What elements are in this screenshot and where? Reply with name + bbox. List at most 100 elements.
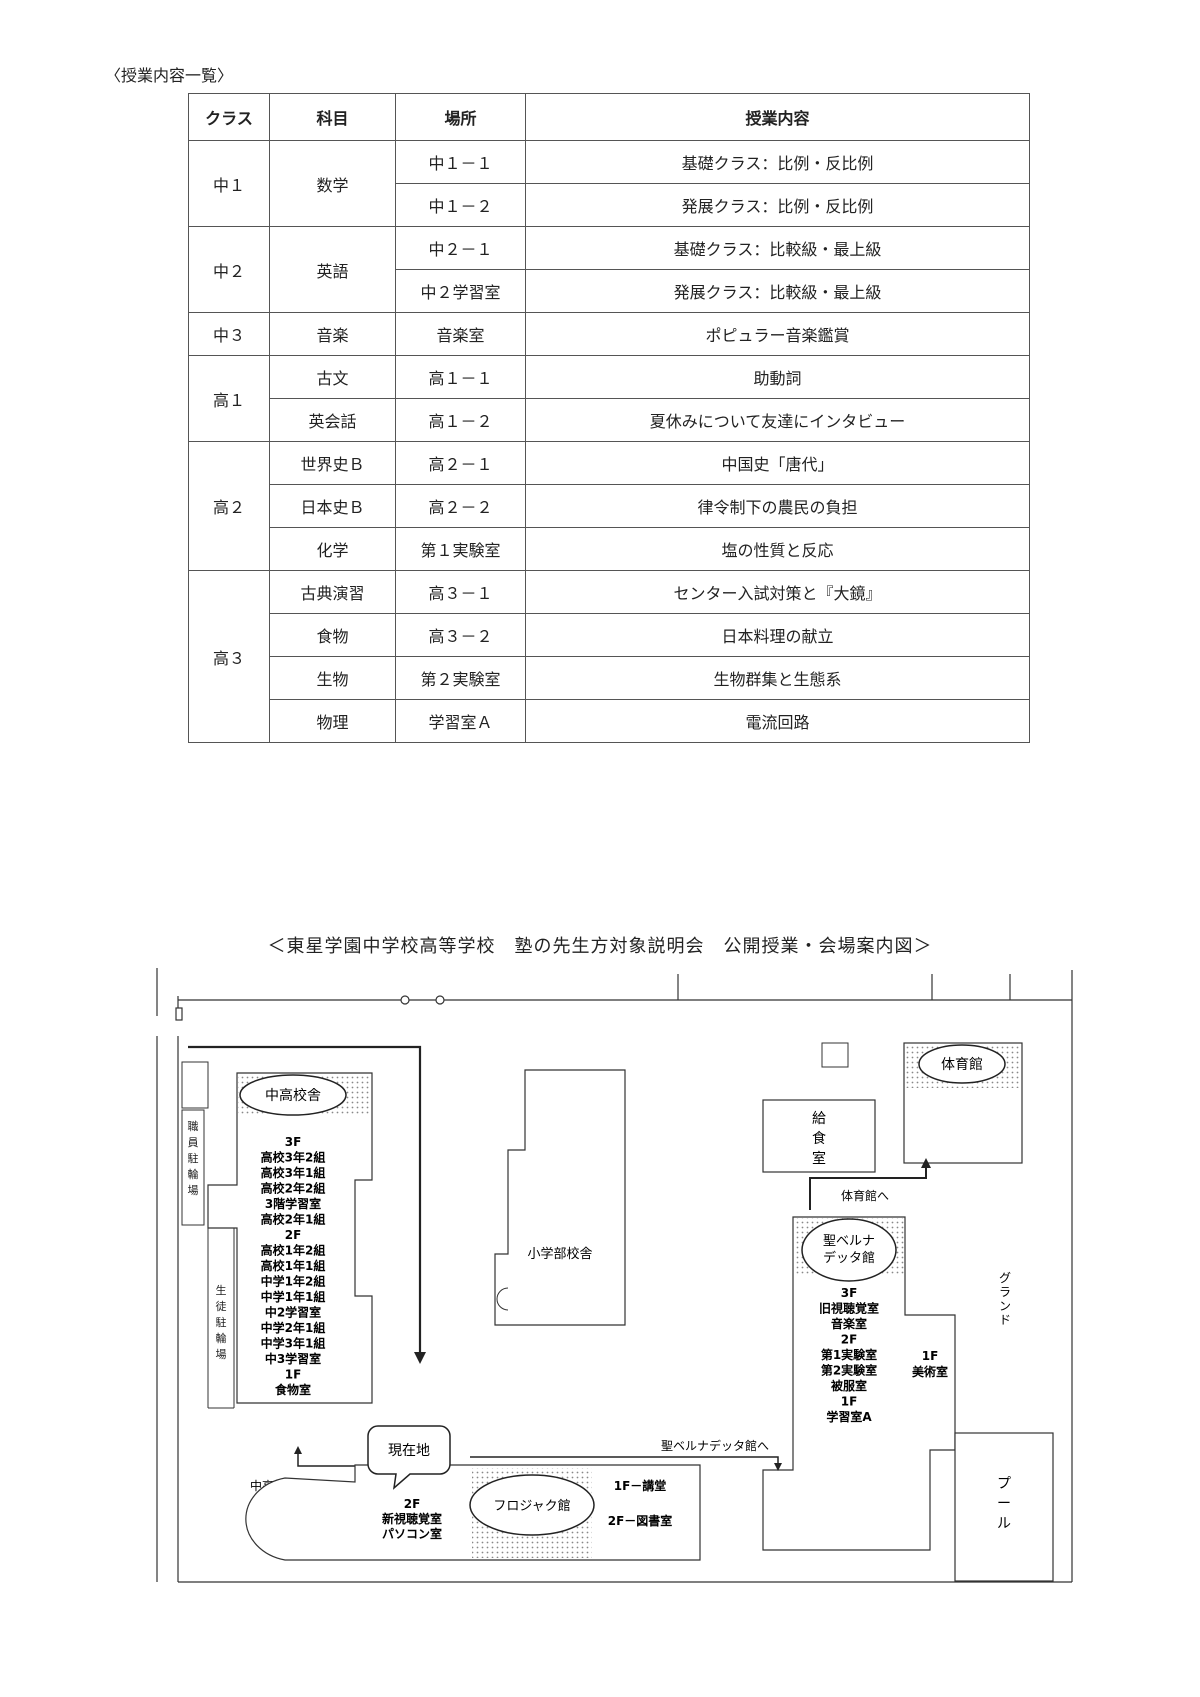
art-room-floor: 1F [922,1349,939,1363]
chuko-floor-item: 中2学習室 [265,1305,321,1320]
to-chuko-arrow-head [294,1446,302,1454]
bernadetta-floor-item: 第1実験室 [821,1347,877,1362]
chuko-floor-item: 高校3年2組 [261,1150,326,1165]
class-cell: 高１ [188,355,270,442]
chuko-floor-item: 中学2年1組 [261,1320,326,1335]
bernadetta-floor-item: 被服室 [831,1378,867,1393]
table-row: 化学 第１実験室 塩の性質と反応 [189,527,1030,571]
current-floor: 2F [404,1497,421,1511]
chuko-floor-item: 中学1年2組 [261,1274,326,1289]
content-cell: 塩の性質と反応 [525,527,1030,571]
table-row: 高２ 世界史Ｂ 高２－１ 中国史「唐代」 [188,441,1030,571]
chuko-floor-item: 高校1年2組 [261,1243,326,1258]
current-room-1: 新視聴覚室 [382,1511,442,1526]
chuko-floor-item: 高校2年2組 [261,1181,326,1196]
kyushoku-char: 食 [812,1130,826,1147]
class-cell: 中１ [188,140,270,227]
place-cell: 第２実験室 [395,656,526,700]
subject-cell: 古典演習 [269,570,396,614]
chuko-floor-item: 高校1年1組 [261,1258,326,1273]
table-row: 中３ 音楽 音楽室 ポピュラー音楽鑑賞 [188,312,1030,356]
subject-cell: 化学 [269,527,396,571]
bernadetta-building: 聖ベルナ デッタ館 3F旧視聴覚室音楽室2F第1実験室第2実験室被服室1F学習室… [762,1216,956,1551]
current-location-marker: 現在地 [367,1425,451,1490]
subject-cell: 数学 [269,140,396,227]
table-body: 中１ 数学 中１－１ 基礎クラス：比例・反比例 中１－２ 発展クラス：比例・反比… [188,140,1030,743]
pool-label: プール [997,1476,1011,1532]
content-cell: センター入試対策と『大鏡』 [525,570,1030,614]
kyushoku-label: 給食室 [812,1111,826,1167]
place-cell: 中１－１ [395,140,526,184]
chuko-floor-item: 2F [285,1228,302,1242]
lesson-table: クラス 科目 場所 授業内容 中１ 数学 中１－１ 基礎クラス：比例・反比例 中… [188,93,1030,743]
content-cell: ポピュラー音楽鑑賞 [525,312,1030,356]
bernadetta-floor-item: 旧視聴覚室 [819,1301,879,1316]
map-title: ＜東星学園中学校高等学校 塾の先生方対象説明会 公開授業・会場案内図＞ [267,936,933,957]
chuko-floor-item: 1F [285,1368,302,1382]
bernadetta-name-line1: 聖ベルナ [823,1234,875,1249]
staff-bike-char: 場 [188,1184,199,1197]
chuko-name: 中高校舎 [265,1087,321,1104]
campus-boundary [156,968,1073,1583]
table-row: 食物 高３－２ 日本料理の献立 [189,613,1030,657]
subject-cell: 英会話 [269,398,396,442]
staff-bike-char: 輪 [188,1167,199,1181]
content-cell: 生物群集と生態系 [525,656,1030,700]
bernadetta-floor-item: 学習室A [826,1409,872,1424]
entrance-arrow-head [414,1352,426,1364]
bernadetta-floor-item: 1F [841,1395,858,1409]
header-content: 授業内容 [525,93,1030,141]
table-row: 英会話 高１－２ 夏休みについて友達にインタビュー [189,398,1030,442]
bernadetta-floor-item: 第2実験室 [821,1363,877,1378]
shogakubu-name: 小学部校舎 [527,1246,592,1262]
staff-bike-char: 職 [188,1120,199,1133]
chuko-floor-item: 高校2年1組 [261,1212,326,1227]
current-building: フロジャク館 1F－講堂 2F－図書室 2F 新視聴覚室 パソコン室 [245,1464,701,1561]
content-cell: 日本料理の献立 [525,613,1030,657]
chuko-floor-list: 3F高校3年2組高校3年1組高校2年2組3階学習室高校2年1組2F高校1年2組高… [261,1135,326,1397]
current-room-2: パソコン室 [382,1526,442,1541]
frojak-floor-2: 2F－図書室 [608,1513,673,1528]
content-cell: 基礎クラス：比例・反比例 [525,140,1030,184]
gym-name: 体育館 [941,1056,983,1073]
table-row: 中２学習室 発展クラス：比較級・最上級 [189,269,1030,313]
frojak-floor-1: 1F－講堂 [614,1478,667,1493]
chuko-floor-item: 3F [285,1135,302,1149]
pool-char: プ [997,1476,1011,1492]
student-bike-char: 場 [216,1348,227,1361]
header-place: 場所 [395,93,526,141]
content-cell: 基礎クラス：比較級・最上級 [525,226,1030,270]
place-cell: 高２－１ [395,441,526,485]
place-cell: 音楽室 [395,312,526,356]
kyushoku-char: 室 [812,1150,826,1167]
pool-char: ー [997,1496,1011,1512]
table-row: 中１－２ 発展クラス：比例・反比例 [189,183,1030,227]
student-bike-char: 駐 [216,1315,227,1329]
class-cell: 高３ [188,570,270,743]
place-cell: 中１－２ [395,183,526,227]
table-row: 中２ 英語 中２－１ 基礎クラス：比較級・最上級 [188,226,1030,313]
content-cell: 夏休みについて友達にインタビュー [525,398,1030,442]
subject-cell: 食物 [269,613,396,657]
class-cell: 中３ [188,312,270,356]
subject-cell: 世界史Ｂ [269,441,396,485]
bernadetta-floor-item: 3F [841,1286,858,1300]
table-row: 生物 第２実験室 生物群集と生態系 [189,656,1030,700]
bernadetta-floor-item: 音楽室 [831,1316,867,1331]
place-cell: 中２学習室 [395,269,526,313]
header-class: クラス [188,93,270,141]
content-cell: 発展クラス：比較級・最上級 [525,269,1030,313]
bernadetta-name-line2: デッタ館 [823,1250,875,1266]
pool-building: プール [954,1432,1054,1582]
staff-bike-char: 員 [188,1136,199,1149]
section-title: 〈授業内容一覧〉 [105,66,234,85]
to-bernadetta-arrow-head [774,1463,782,1471]
place-cell: 高２－２ [395,484,526,528]
to-bernadetta-label: 聖ベルナデッタ館へ [661,1438,769,1453]
to-gym-label: 体育館へ [841,1188,889,1203]
